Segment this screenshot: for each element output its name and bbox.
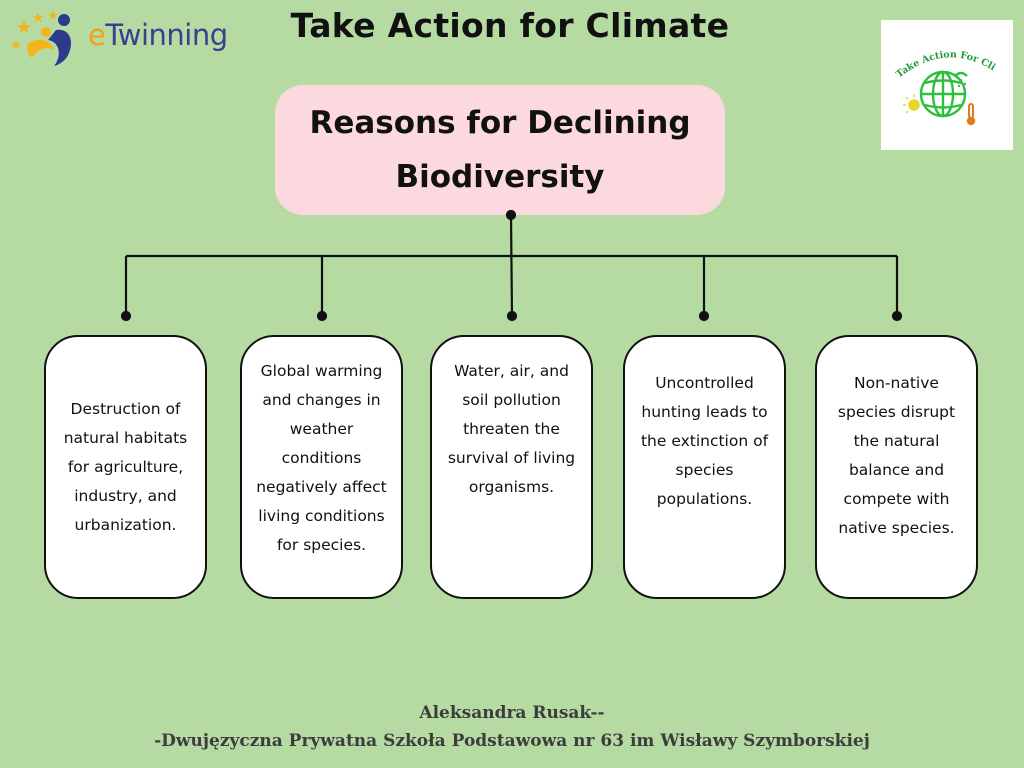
connector-stem <box>509 214 514 317</box>
reason-text: Destruction of natural habitats for agri… <box>63 400 188 534</box>
central-topic-title: Reasons for Declining Biodiversity <box>309 105 691 195</box>
logo-word: Twinning <box>105 18 228 52</box>
reason-card-invasive-species: Non-native species disrupt the natural b… <box>815 335 978 599</box>
reason-text: Global warming and changes in weather co… <box>256 362 387 554</box>
connector-dot-5 <box>891 310 903 322</box>
reason-card-habitat-destruction: Destruction of natural habitats for agri… <box>44 335 207 599</box>
footer-author: Aleksandra Rusak-- <box>419 703 605 723</box>
connector-dot-2 <box>316 310 328 322</box>
reason-text: Non-native species disrupt the natural b… <box>837 374 956 537</box>
reason-text: Uncontrolled hunting leads to the extinc… <box>640 374 769 508</box>
etwinning-logo-text: eTwinning <box>88 18 228 52</box>
connector-dot-1 <box>120 310 132 322</box>
etwinning-logo-icon <box>11 10 72 66</box>
climate-globe-icon: Take Action For Climate <box>876 12 998 126</box>
page-title: Take Action for Climate <box>290 6 730 45</box>
reason-card-pollution: Water, air, and soil pollution threaten … <box>430 335 593 599</box>
climate-badge: Take Action For Climate <box>876 12 1013 150</box>
reason-card-hunting: Uncontrolled hunting leads to the extinc… <box>623 335 786 599</box>
reason-card-global-warming: Global warming and changes in weather co… <box>240 335 403 599</box>
reason-text: Water, air, and soil pollution threaten … <box>447 362 576 496</box>
footer-school: -Dwujęzyczna Prywatna Szkoła Podstawowa … <box>154 731 870 751</box>
connector-dot-4 <box>698 310 710 322</box>
central-topic-box: Reasons for Declining Biodiversity <box>275 85 725 215</box>
connector-dot-3 <box>506 310 518 322</box>
